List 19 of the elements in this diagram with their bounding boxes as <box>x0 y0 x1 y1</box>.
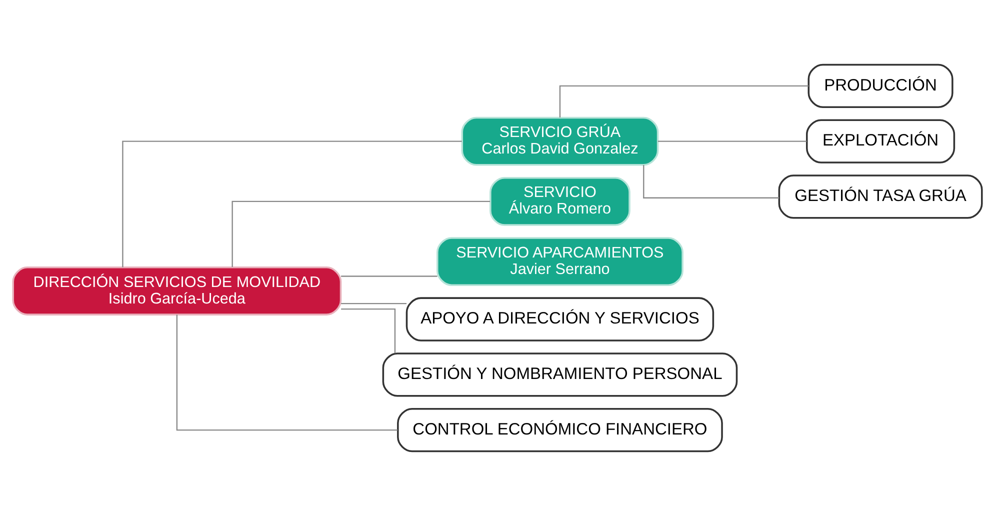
connector <box>341 308 396 354</box>
node-box: GESTIÓN Y NOMBRAMIENTO PERSONAL <box>382 352 738 397</box>
connector <box>658 140 807 142</box>
connector <box>341 276 438 277</box>
node-box: CONTROL ECONÓMICO FINANCIERO <box>397 408 723 452</box>
connector <box>176 314 398 431</box>
connector <box>122 140 462 268</box>
node-box: GESTIÓN TASA GRÚA <box>778 174 983 219</box>
connector <box>643 164 780 198</box>
connector <box>559 85 809 118</box>
node-box: SERVICIO APARCAMIENTOS Javier Serrano <box>436 237 684 286</box>
node-box: PRODUCCIÓN <box>808 64 954 108</box>
node-box: APOYO A DIRECCIÓN Y SERVICIOS <box>406 297 714 342</box>
node-box: EXPLOTACIÓN <box>806 119 956 164</box>
connector <box>341 302 407 304</box>
node-box: SERVICIO Álvaro Romero <box>490 176 630 226</box>
node-box: DIRECCIÓN SERVICIOS DE MOVILIDAD Isidro García-Uceda <box>12 266 342 316</box>
connector <box>232 200 490 267</box>
node-box: SERVICIO GRÚA Carlos David Gonzalez <box>461 116 659 166</box>
